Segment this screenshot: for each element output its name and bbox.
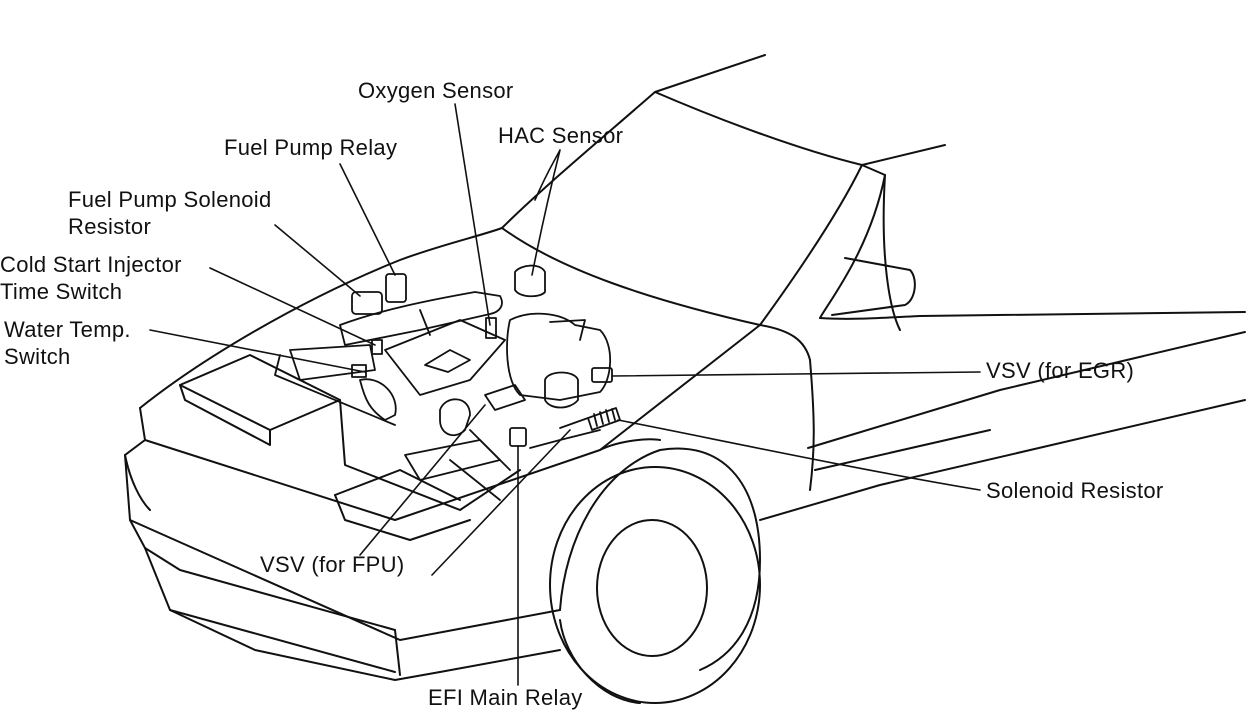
car-body: [124, 54, 1246, 704]
label-vsv-for-egr: VSV (for EGR): [986, 358, 1135, 383]
label-water-temp-switch: Water Temp. Switch: [4, 317, 131, 369]
label-cold-start-injector-time-switch: Cold Start Injector Time Switch: [0, 252, 182, 304]
engine-bay: [274, 264, 621, 501]
leader-water-temp-switch: [149, 329, 366, 373]
leader-cold-start-injector: [209, 267, 376, 346]
label-efi-main-relay: EFI Main Relay: [428, 685, 583, 710]
label-hac-sensor: HAC Sensor: [498, 123, 624, 148]
leader-oxygen-sensor: [454, 103, 491, 326]
label-fuel-pump-relay: Fuel Pump Relay: [224, 135, 398, 160]
leader-vsv-fpu-a: [359, 404, 486, 556]
leader-hac-sensor: [531, 149, 561, 276]
leader-fuel-pump-relay: [339, 163, 396, 276]
label-vsv-for-fpu: VSV (for FPU): [260, 552, 405, 577]
leader-lines: [149, 103, 981, 686]
leader-vsv-fpu-b: [431, 429, 571, 576]
leader-fuel-pump-solenoid-resistor: [274, 224, 361, 297]
label-fuel-pump-solenoid-resistor: Fuel Pump Solenoid Resistor: [68, 187, 272, 239]
label-oxygen-sensor: Oxygen Sensor: [358, 78, 514, 103]
leader-solenoid-resistor: [617, 419, 981, 491]
label-solenoid-resistor: Solenoid Resistor: [986, 478, 1164, 503]
leader-vsv-egr: [611, 371, 981, 377]
